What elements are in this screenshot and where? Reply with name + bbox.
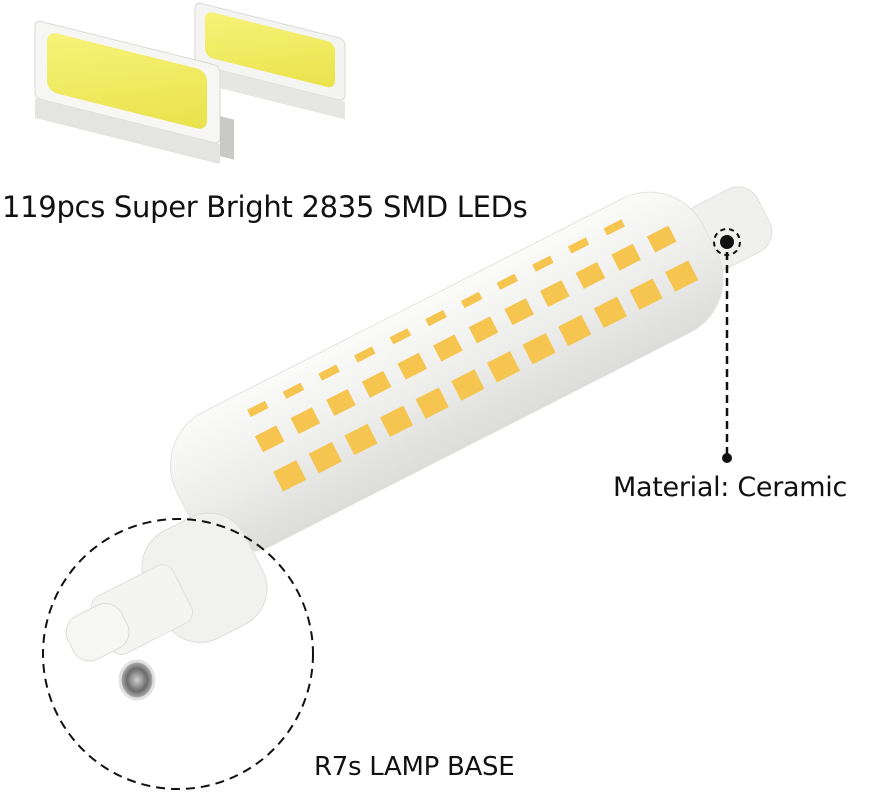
lamp-contact-pin <box>118 659 156 701</box>
smd-led-chip-icon <box>34 2 346 165</box>
led-row-middle <box>254 225 677 453</box>
material-caption: Material: Ceramic <box>613 472 848 503</box>
led-caption: 119pcs Super Bright 2835 SMD LEDs <box>2 190 528 224</box>
led-row-lower <box>273 260 699 492</box>
lamp-base <box>65 512 268 662</box>
base-callout-circle <box>42 518 314 790</box>
r7s-led-lamp <box>65 186 773 701</box>
material-callout <box>713 228 741 463</box>
led-row-top <box>247 219 625 418</box>
base-caption: R7s LAMP BASE <box>314 752 515 782</box>
